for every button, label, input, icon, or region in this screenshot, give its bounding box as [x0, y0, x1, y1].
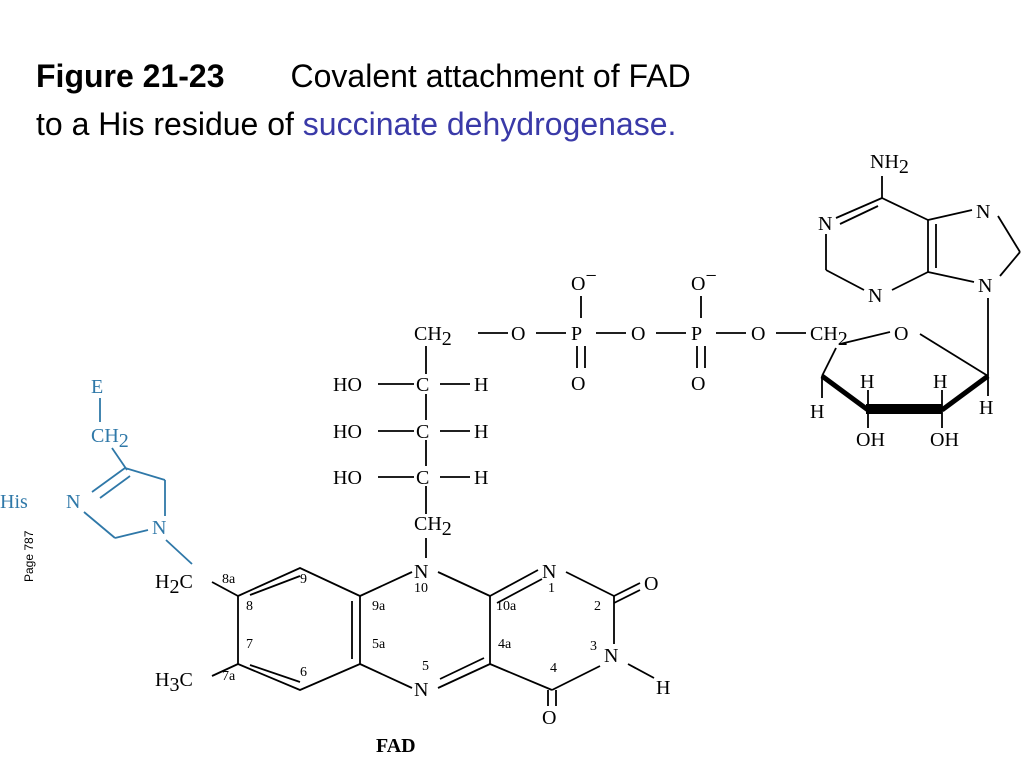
- pyrophosphate: O P O P O O− O− O O: [478, 265, 806, 395]
- o-double-1: O: [571, 373, 585, 395]
- pos-2: 2: [594, 599, 601, 614]
- ribitol-chain: CH2 HO C H HO C H HO C H CH2: [333, 323, 488, 558]
- p-2: P: [691, 323, 702, 345]
- adenine-n3: N: [868, 285, 882, 307]
- pos-3: 3: [590, 639, 597, 654]
- h-3: H: [474, 467, 488, 489]
- n10-label: N: [414, 561, 428, 583]
- c-3: C: [416, 467, 429, 489]
- figure-title: Figure 21-23 Covalent attachment of FAD t…: [36, 52, 936, 148]
- pos-7: 7: [246, 637, 253, 652]
- n1-label: N: [542, 561, 556, 583]
- ribose-o: O: [894, 323, 908, 345]
- adenine-n7: N: [976, 201, 990, 223]
- pos-10: 10: [414, 581, 428, 596]
- his-ch2-label: CH2: [91, 425, 129, 452]
- pos-9a: 9a: [372, 599, 386, 614]
- c-1: C: [416, 374, 429, 396]
- ribose-oh-c3: OH: [856, 429, 885, 451]
- o-link-1: O: [511, 323, 525, 345]
- pos-5a: 5a: [372, 637, 386, 652]
- n5-label: N: [414, 679, 428, 701]
- n3-label: N: [604, 645, 618, 667]
- pos-5: 5: [422, 659, 429, 674]
- h2c-label: H2C: [155, 571, 193, 598]
- title-line2: to a His residue of: [36, 106, 303, 142]
- p-1: P: [571, 323, 582, 345]
- ho-1: HO: [333, 374, 362, 396]
- ribose-h-c4: H: [810, 401, 824, 423]
- ribose-oh-c2: OH: [930, 429, 959, 451]
- figure-label: Figure 21-23: [36, 58, 225, 94]
- pos-4a: 4a: [498, 637, 512, 652]
- pos-1: 1: [548, 581, 555, 596]
- ho-3: HO: [333, 467, 362, 489]
- pos-10a: 10a: [496, 599, 517, 614]
- adenine-nh2: NH2: [870, 151, 909, 178]
- pos-9: 9: [300, 572, 307, 587]
- o-minus-2: O−: [691, 265, 717, 295]
- o-minus-1: O−: [571, 265, 597, 295]
- c4-oxygen-label: O: [542, 707, 556, 729]
- o-link-3: O: [751, 323, 765, 345]
- his-e-label: E: [91, 376, 103, 398]
- n3-h-label: H: [656, 677, 670, 699]
- his-label: His: [0, 491, 28, 513]
- pos-4: 4: [550, 661, 557, 676]
- title-highlight: succinate dehydrogenase.: [302, 106, 677, 142]
- ribose-h-c2: H: [933, 371, 947, 393]
- ribose-h-c1: H: [979, 397, 993, 419]
- isoalloxazine-ring: H2C H3C N N O N H N O 8a: [155, 561, 670, 757]
- c2-oxygen-label: O: [644, 573, 658, 595]
- ribitol-ch2-bottom: CH2: [414, 513, 452, 540]
- pos-7a: 7a: [222, 669, 236, 684]
- his-n-right: N: [152, 517, 166, 539]
- his-n-left: N: [66, 491, 80, 513]
- h-2: H: [474, 421, 488, 443]
- fad-caption: FAD: [376, 735, 416, 757]
- pos-8a: 8a: [222, 572, 236, 587]
- adenine-n9: N: [978, 275, 992, 297]
- ribose-ring: CH2 O H H H H OH OH: [810, 298, 993, 451]
- o-double-2: O: [691, 373, 705, 395]
- h-1: H: [474, 374, 488, 396]
- pos-6: 6: [300, 665, 307, 680]
- adenine-ring: NH2 N N N N: [818, 151, 1021, 307]
- ribose-ch2: CH2: [810, 323, 848, 350]
- ribitol-ch2-top: CH2: [414, 323, 452, 350]
- c-2: C: [416, 421, 429, 443]
- h3c-label: H3C: [155, 669, 193, 696]
- histidine-residue: E CH2 His N N: [0, 376, 193, 565]
- ribose-h-c3: H: [860, 371, 874, 393]
- adenine-n1: N: [818, 213, 832, 235]
- o-link-2: O: [631, 323, 645, 345]
- ho-2: HO: [333, 421, 362, 443]
- title-line1: Covalent attachment of FAD: [290, 58, 691, 94]
- pos-8: 8: [246, 599, 253, 614]
